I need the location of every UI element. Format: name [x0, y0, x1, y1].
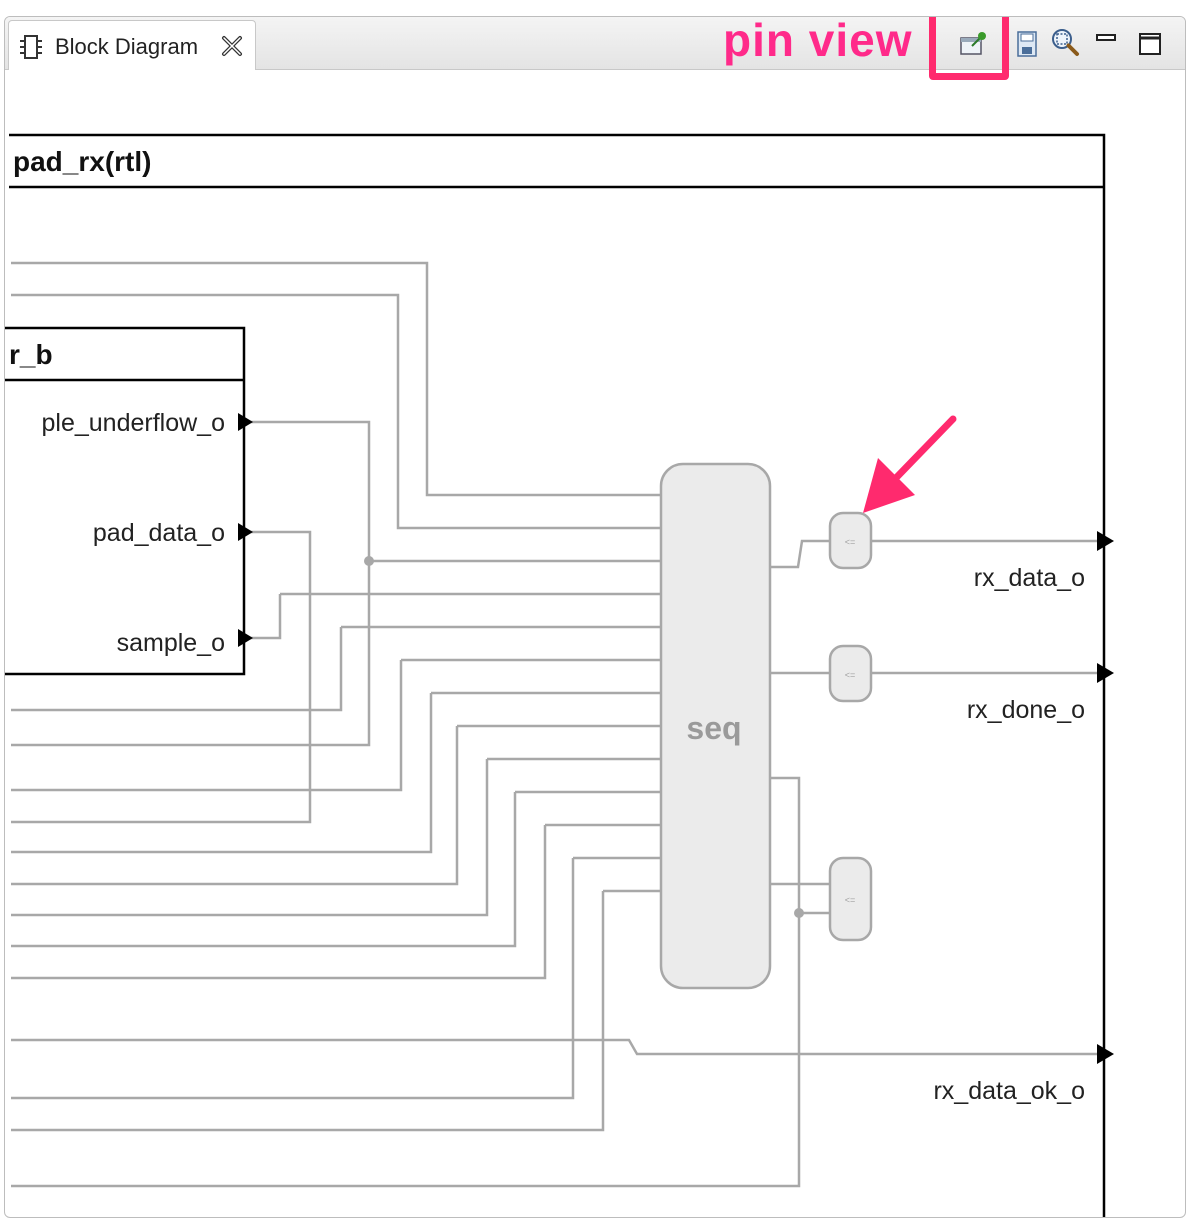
view-tab-bar: Block Diagram pin view [5, 16, 1185, 80]
block-diagram-view: Block Diagram pin view [4, 16, 1186, 1218]
diagram-canvas: pad_rx(rtl) r_b ple_underflow_o pad_data… [5, 133, 1114, 1217]
entity-frame [9, 133, 1106, 1217]
wire-group [11, 261, 1099, 1188]
pin-view-annotation: pin view [723, 16, 913, 66]
save-image-icon[interactable] [1010, 29, 1040, 59]
wire-junction [364, 556, 374, 566]
port-sample-arrow [238, 629, 253, 647]
assign-label: <= [845, 895, 856, 905]
annotation-arrow-icon [863, 415, 957, 513]
assign-block-rx-data[interactable]: <= [828, 511, 873, 570]
process-label: seq [686, 710, 741, 746]
tab-block-diagram[interactable]: Block Diagram [8, 20, 256, 70]
close-icon[interactable] [221, 35, 243, 57]
wire-junction [794, 908, 804, 918]
instance-title: r_b [9, 339, 53, 370]
output-port-rx-done: rx_done_o [967, 696, 1085, 724]
port-pad-data-label: pad_data_o [93, 519, 225, 547]
port-underflow-label: ple_underflow_o [42, 409, 225, 437]
pin-view-highlight [929, 17, 1009, 80]
process-seq-block[interactable]: seq [659, 462, 772, 990]
assign-block-rx-done[interactable]: <= [828, 644, 873, 703]
entity-title: pad_rx(rtl) [13, 146, 151, 177]
output-port-rx-data-ok: rx_data_ok_o [933, 1077, 1085, 1105]
assign-block-rx-data-ok[interactable]: <= [828, 856, 873, 942]
chip-icon [20, 35, 42, 59]
output-port-rx-data: rx_data_o [974, 564, 1085, 592]
tab-title: Block Diagram [55, 34, 199, 59]
output-port-arrow [1097, 531, 1114, 551]
port-underflow-arrow [238, 413, 253, 431]
assign-label: <= [845, 537, 856, 547]
assign-label: <= [845, 670, 856, 680]
maximize-icon[interactable] [1135, 29, 1165, 59]
port-pad-data-arrow [238, 523, 253, 541]
pin-view-icon[interactable] [958, 29, 988, 59]
output-port-arrow [1097, 1044, 1114, 1064]
minimize-icon[interactable] [1091, 27, 1121, 57]
port-sample-label: sample_o [117, 629, 225, 657]
zoom-fit-icon[interactable] [1050, 27, 1080, 57]
output-port-arrow [1097, 663, 1114, 683]
instance-block[interactable]: r_b ple_underflow_o pad_data_o sample_o [5, 326, 246, 676]
